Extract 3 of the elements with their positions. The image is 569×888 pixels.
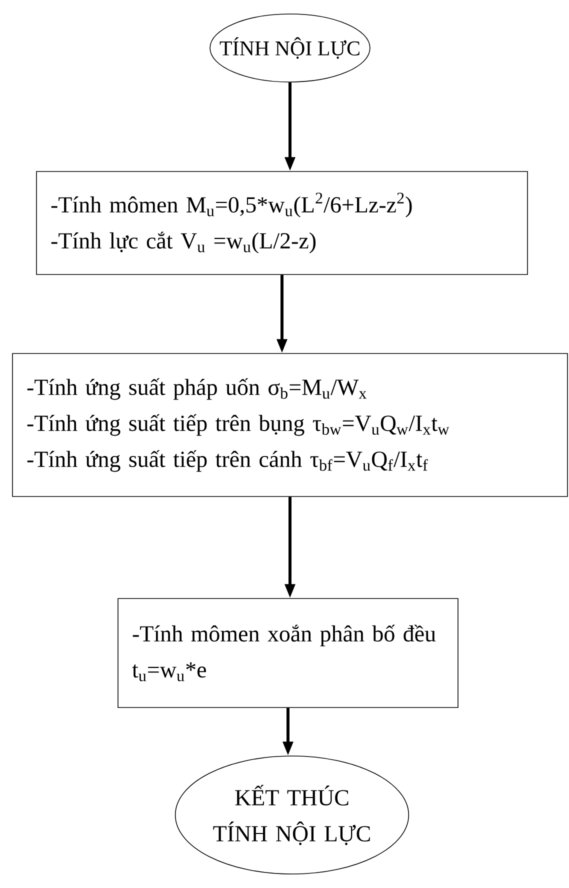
process-box: -Tính ứng suất pháp uốn σ$_{b}$=M$_{u}$/W$_{x}$ -Tính ứng suất tiếp trên bụng τ$_{bw}$=V$_{u}$Q$_{w}$/I$_{x}$t$_{w}$ -Tính ứng suất tiếp trên cánh τ$_{bf}$=V$_{u}$Q$_{f}$/I$_{x}$t$_{f}$ [12, 353, 568, 497]
process-box: -Tính mômen M$_{u}$=0,5*w$_{u}$(L$^{2}$/6+Lz-z$^{2}$) -Tính lực cắt V$_{u}$ =w$_{u}$(L/2-z) [36, 171, 528, 275]
process-box: -Tính mômen xoắn phân bố đều t$_{u}$=w$_{u}$*e [118, 598, 458, 708]
